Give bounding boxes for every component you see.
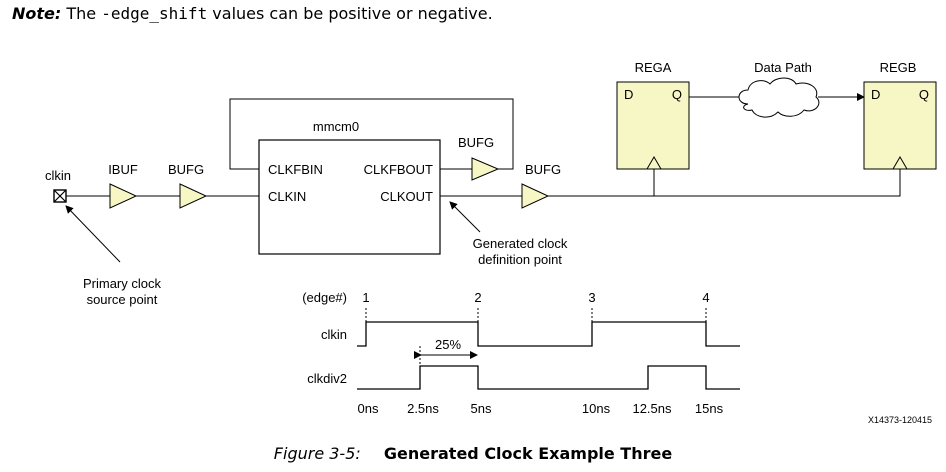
- mmcm-name: mmcm0: [313, 119, 359, 134]
- primary-clock-arrow: [65, 205, 121, 263]
- duty-label: 25%: [435, 337, 461, 352]
- edge-label: (edge#): [302, 290, 347, 305]
- clkin-waveform: [357, 321, 740, 347]
- edge-2: 2: [474, 290, 481, 305]
- time-2: 5ns: [471, 401, 492, 416]
- figure-id: X14373-120415: [868, 415, 932, 425]
- regb-name: REGB: [880, 60, 917, 75]
- time-4: 12.5ns: [632, 401, 672, 416]
- mmcm-block: [258, 139, 441, 255]
- note-suffix: values can be positive or negative.: [212, 4, 493, 23]
- bufg-out-icon: [521, 183, 550, 209]
- rega-block: [616, 81, 690, 170]
- signal-clkdiv2-label: clkdiv2: [307, 371, 347, 386]
- time-1: 2.5ns: [407, 401, 439, 416]
- rega-q: Q: [672, 87, 682, 102]
- bufg-feedback-label: BUFG: [458, 135, 494, 150]
- edge-3: 3: [588, 290, 595, 305]
- clkdiv2-waveform: [357, 365, 740, 390]
- mmcm-clkfbout: CLKFBOUT: [364, 162, 433, 177]
- bufg-label: BUFG: [168, 162, 204, 177]
- data-path-cloud-icon: [738, 77, 820, 118]
- time-3: 10ns: [582, 401, 611, 416]
- note-paragraph: Note: The -edge_shift values can be posi…: [12, 4, 493, 23]
- mmcm-clkin: CLKIN: [268, 189, 306, 204]
- input-port-label: clkin: [45, 168, 71, 183]
- bufg-feedback-icon: [471, 157, 500, 181]
- note-code: -edge_shift: [101, 4, 208, 23]
- mmcm-clkout: CLKOUT: [380, 189, 433, 204]
- note-prefix: The: [66, 4, 97, 23]
- caption-title: Generated Clock Example Three: [383, 444, 673, 463]
- time-0: 0ns: [358, 401, 379, 416]
- generated-note-line1: Generated clock: [473, 236, 568, 251]
- regb-block: [863, 81, 937, 170]
- rega-d: D: [624, 87, 633, 102]
- regb-q: Q: [919, 87, 929, 102]
- primary-note-line2: source point: [87, 292, 158, 307]
- edge-1: 1: [362, 290, 369, 305]
- figure-caption: Figure 3-5: Generated Clock Example Thre…: [0, 444, 946, 463]
- primary-note-line1: Primary clock: [83, 276, 162, 291]
- generated-clock-arrow: [449, 201, 481, 233]
- caption-number: Figure 3-5:: [273, 444, 361, 463]
- mmcm-clkfbin: CLKFBIN: [268, 162, 323, 177]
- generated-note-line2: definition point: [478, 252, 562, 267]
- bufg-icon: [179, 183, 208, 209]
- edge-4: 4: [702, 290, 709, 305]
- note-label: Note:: [12, 4, 62, 23]
- ibuf-icon: [109, 183, 138, 209]
- clock-diagram: clkin IBUF BUFG mmcm0 CLKFBIN CLKIN CLKF…: [45, 60, 937, 425]
- data-path-label: Data Path: [754, 60, 812, 75]
- input-port-icon: [53, 189, 67, 203]
- signal-clkin-label: clkin: [321, 327, 347, 342]
- rega-name: REGA: [635, 60, 672, 75]
- time-5: 15ns: [695, 401, 724, 416]
- bufg-out-label: BUFG: [525, 162, 561, 177]
- ibuf-label: IBUF: [108, 162, 138, 177]
- regb-d: D: [871, 87, 880, 102]
